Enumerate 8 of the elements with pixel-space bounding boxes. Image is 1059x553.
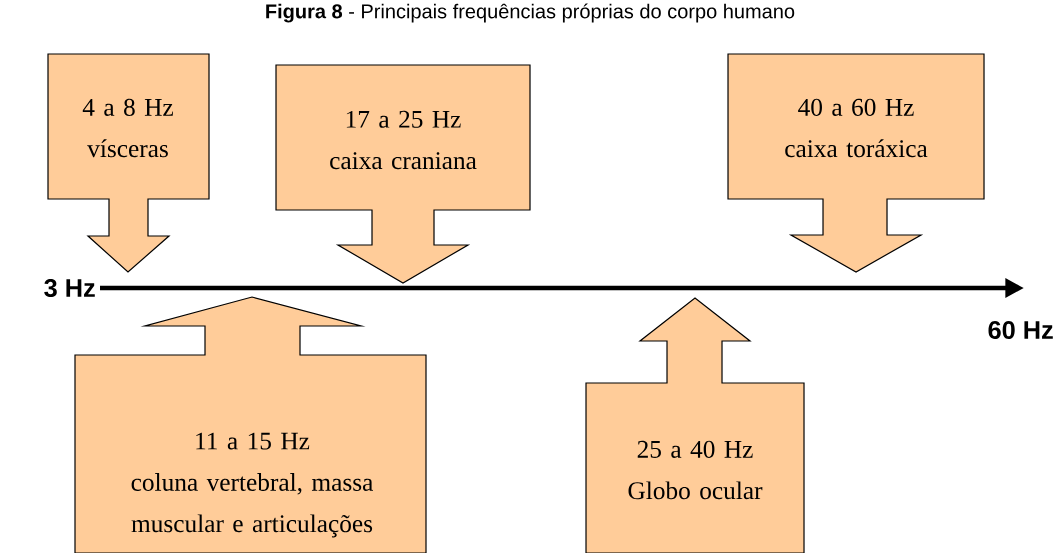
arrow-callout: 4 a 8 Hz vísceras bbox=[47, 53, 210, 273]
axis-label: 60 Hz bbox=[988, 321, 1053, 339]
arrow-callout: 17 a 25 Hz caixa craniana bbox=[275, 64, 531, 284]
figure-title: Figura 8 - Principais frequências próprias do corpo humano bbox=[266, 3, 795, 23]
arrow-callout: 25 a 40 Hz Globo ocular bbox=[585, 297, 805, 553]
arrow-callout: 40 a 60 Hz caixa toráxica bbox=[727, 53, 985, 273]
arrow-callout: 11 a 15 Hz coluna vertebral, massa muscular e articulações bbox=[74, 296, 427, 553]
axis-label: 3 Hz bbox=[44, 279, 95, 297]
